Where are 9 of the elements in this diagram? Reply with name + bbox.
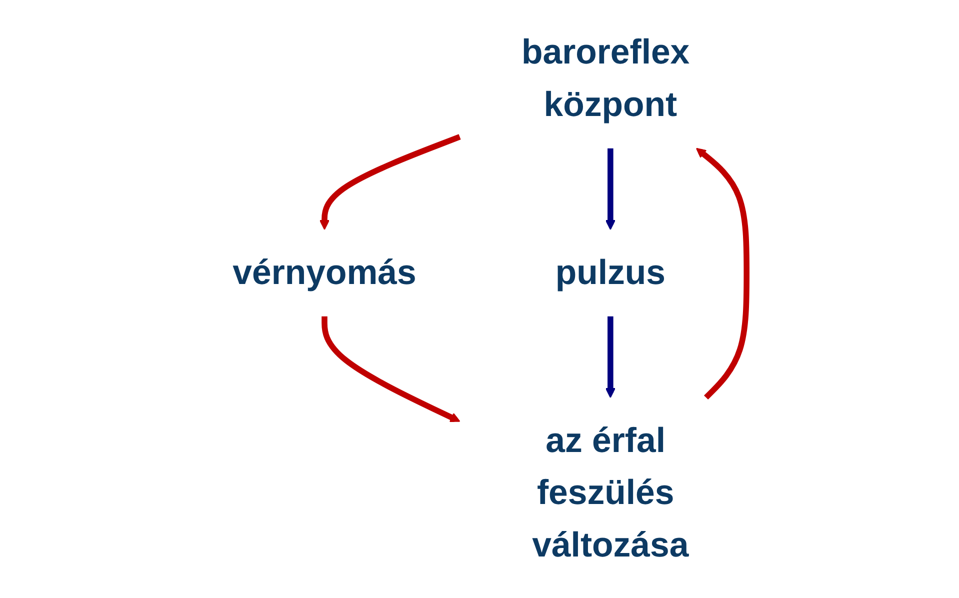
arrow <box>605 316 616 398</box>
arrow <box>696 148 750 400</box>
arrow <box>319 134 461 230</box>
arrow <box>322 316 460 422</box>
node-text: vérnyomás <box>232 254 416 292</box>
node-text: pulzus <box>555 254 666 292</box>
node-text: az érfal feszülés változása <box>532 422 689 564</box>
node-text: baroreflex központ <box>522 34 690 124</box>
arrow <box>605 148 616 230</box>
